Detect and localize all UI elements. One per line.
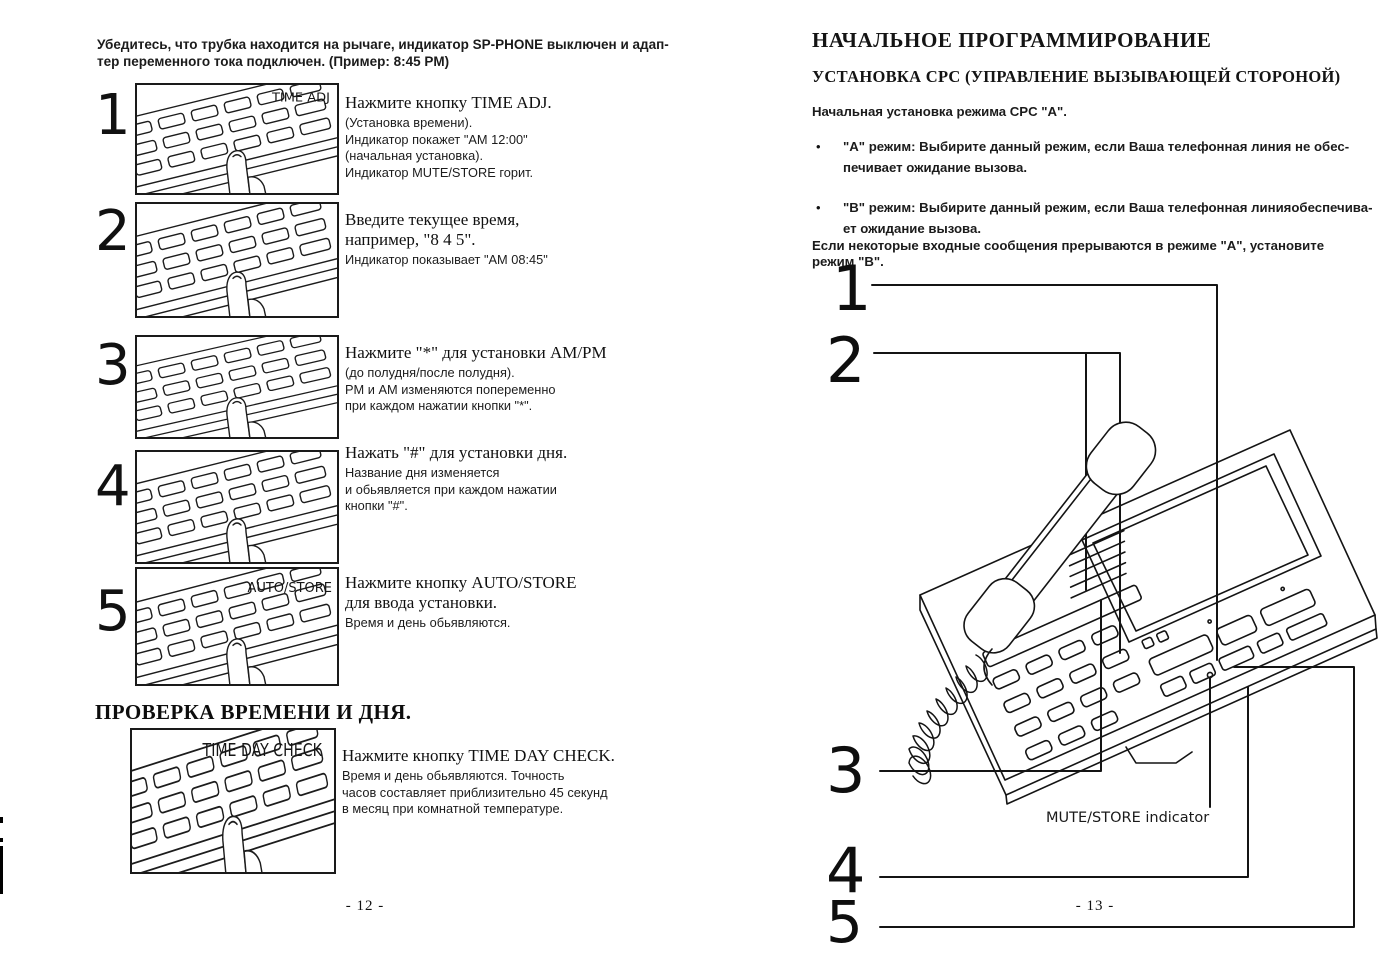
- step-4-text: Нажать "#" для установки дня. Название д…: [345, 443, 675, 515]
- callout-lines: [871, 284, 1355, 928]
- callout-4: 4: [826, 834, 866, 907]
- time-adj-button-label: TIME ADJ: [271, 91, 330, 106]
- step-3-details: (до полудня/после полудня). PM и AM изме…: [345, 365, 556, 414]
- step-4-details: Название дня изменяется и обьявляется пр…: [345, 465, 557, 514]
- bullet-dot: •: [816, 139, 821, 154]
- step-4-keypad-illustration: [135, 450, 339, 564]
- bullet-a-text: "А" режим: Выбирите данный режим, если В…: [843, 139, 1350, 176]
- step-number-5: 5: [95, 579, 131, 644]
- step-2-details: Индикатор показывает "AM 08:45": [345, 252, 548, 268]
- phone-body: [919, 429, 1378, 805]
- step-3-text: Нажмите "*" для установки AM/PM (до полу…: [345, 343, 675, 415]
- callout-2: 2: [826, 324, 866, 397]
- right-page-subheading: УСТАНОВКА CPC (УПРАВЛЕНИЕ ВЫЗЫВАЮЩЕЙ СТО…: [812, 67, 1341, 86]
- check-text: Нажмите кнопку TIME DAY CHECK. Время и д…: [342, 746, 692, 818]
- intro-paragraph: Убедитесь, что трубка находится на рычаг…: [97, 37, 669, 70]
- step-5-details: Время и день обьявляются.: [345, 615, 511, 631]
- phone-handset: [963, 421, 1157, 654]
- step-number-4: 4: [95, 454, 131, 519]
- step-1-details: (Установка времени). Индикатор покажет "…: [345, 115, 534, 180]
- bullet-dot: •: [816, 200, 821, 215]
- right-page-number: - 13 -: [1075, 898, 1115, 914]
- step-1-title: Нажмите кнопку TIME ADJ.: [345, 93, 552, 112]
- mute-store-indicator-label: MUTE/STORE indicator: [1046, 810, 1210, 826]
- cpc-initial-line: Начальная установка режима CPC "A".: [812, 104, 1067, 119]
- left-page-number: - 12 -: [345, 898, 385, 914]
- time-day-check-button-label: TIME DAY CHECK: [202, 739, 323, 760]
- callout-5: 5: [826, 888, 863, 954]
- auto-store-button-label: AUTO/STORE: [247, 581, 332, 596]
- scan-artifact-dash: [0, 838, 3, 842]
- check-title: Нажмите кнопку TIME DAY CHECK.: [342, 746, 615, 765]
- callout-1: 1: [832, 252, 872, 325]
- check-section-heading: ПРОВЕРКА ВРЕМЕНИ И ДНЯ.: [95, 700, 412, 724]
- step-4-title: Нажать "#" для установки дня.: [345, 443, 568, 462]
- step-5-title: Нажмите кнопку AUTO/STORE для ввода уста…: [345, 573, 577, 613]
- step-1-text: Нажмите кнопку TIME ADJ. (Установка врем…: [345, 93, 675, 182]
- scan-artifact-bar: [0, 846, 3, 894]
- cpc-note: Если некоторые входные сообщения прерыва…: [812, 238, 1325, 270]
- step-2-text: Введите текущее время, например, "8 4 5"…: [345, 210, 675, 269]
- step-1-keypad-illustration: TIME ADJ: [135, 83, 339, 195]
- step-number-2: 2: [95, 199, 131, 264]
- phone-diagram: [871, 284, 1378, 928]
- cradle-hook: [983, 648, 993, 686]
- callout-3: 3: [826, 734, 866, 807]
- step-5-text: Нажмите кнопку AUTO/STORE для ввода уста…: [345, 573, 675, 632]
- bullet-b-text: "В" режим: Выбирите данный режим, если В…: [843, 200, 1373, 237]
- step-number-1: 1: [95, 83, 131, 148]
- step-3-title: Нажмите "*" для установки AM/PM: [345, 343, 607, 362]
- handset-cord: [908, 654, 988, 785]
- right-page-heading: НАЧАЛЬНОЕ ПРОГРАММИРОВАНИЕ: [812, 28, 1212, 52]
- step-3-keypad-illustration: [135, 335, 339, 439]
- check-details: Время и день обьявляются. Точность часов…: [342, 768, 608, 817]
- step-5-keypad-illustration: AUTO/STORE: [135, 567, 339, 686]
- step-2-keypad-illustration: [135, 202, 339, 318]
- scan-artifact-tick: [0, 817, 3, 823]
- time-day-check-illustration: TIME DAY CHECK: [130, 728, 336, 874]
- step-number-3: 3: [95, 333, 131, 398]
- step-2-title: Введите текущее время, например, "8 4 5"…: [345, 210, 520, 250]
